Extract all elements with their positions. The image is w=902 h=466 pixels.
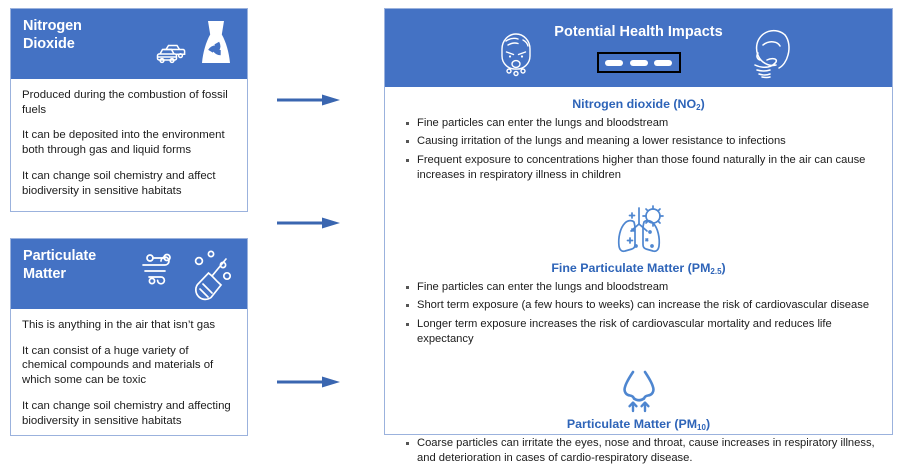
redact-dash xyxy=(605,59,623,66)
section-title-main: Nitrogen dioxide (NO xyxy=(572,97,697,111)
impacts-section-pm25: Fine Particulate Matter (PM2.5) Fine par… xyxy=(385,186,892,347)
power-plant-radiation-icon xyxy=(189,13,243,76)
redact-dash xyxy=(629,59,648,66)
impact-bullet: Causing irritation of the lungs and mean… xyxy=(406,134,876,149)
fact-text: It can change soil chemistry and affect … xyxy=(22,169,216,197)
impact-bullet-list-no2: Fine particles can enter the lungs and b… xyxy=(395,116,882,183)
section-title-main: Particulate Matter (PM xyxy=(566,417,698,432)
lungs-particles-icon xyxy=(395,196,882,258)
section-title-no2: Nitrogen dioxide (NO2) xyxy=(395,97,882,112)
impact-bullet: Short term exposure (a few hours to week… xyxy=(406,298,876,313)
nose-inhale-icon xyxy=(395,360,882,414)
arrow-particulate-to-impacts xyxy=(277,375,340,389)
section-title-subscript: 2 xyxy=(696,103,701,112)
card-header-nitrogen-dioxide: Nitrogen Dioxide xyxy=(11,9,247,79)
impact-bullet: Fine particles can enter the lungs and b… xyxy=(406,116,876,131)
redact-dash xyxy=(654,59,672,66)
card-title-nitrogen-dioxide: Nitrogen Dioxide xyxy=(23,18,82,52)
impacts-panel-header: Potential Health Impacts xyxy=(385,9,892,87)
impact-bullet: Fine particles can enter the lungs and b… xyxy=(406,280,876,295)
card-header-icons xyxy=(153,13,243,76)
source-card-nitrogen-dioxide: Nitrogen Dioxide xyxy=(10,8,248,212)
section-title-end: ) xyxy=(705,417,711,432)
fact-text: It can consist of a huge variety of chem… xyxy=(22,344,214,387)
broom-dust-icon xyxy=(185,243,243,309)
impact-bullet-list-pm25: Fine particles can enter the lungs and b… xyxy=(395,280,882,347)
fact-text: It can change soil chemistry and affecti… xyxy=(22,399,231,427)
impacts-section-no2: Nitrogen dioxide (NO2) Fine particles ca… xyxy=(385,87,892,183)
section-title-subscript: 10 xyxy=(697,423,706,433)
section-title-pm25: Fine Particulate Matter (PM2.5) xyxy=(395,261,882,277)
section-title-pm10: Particulate Matter (PM10) xyxy=(395,417,882,433)
impacts-panel-title: Potential Health Impacts xyxy=(554,24,723,40)
impact-bullet: Coarse particles can irritate the eyes, … xyxy=(406,437,875,465)
arrow-nitrogen-to-impacts xyxy=(277,93,340,107)
impacts-section-pm10: Particulate Matter (PM10) Coarse particl… xyxy=(385,350,892,466)
fact-text: Produced during the combustion of fossil… xyxy=(22,89,228,116)
wind-icon xyxy=(137,249,183,294)
card-header-icons xyxy=(137,243,243,309)
redacted-label-box xyxy=(596,52,681,73)
section-title-end: ) xyxy=(721,261,726,276)
section-title-main: Fine Particulate Matter (PM xyxy=(551,261,711,276)
card-body-particulate-matter: This is anything in the air that isn’t g… xyxy=(11,309,247,436)
source-card-particulate-matter: Particulate Matter xyxy=(10,238,248,436)
sick-face-icon xyxy=(490,27,542,84)
impact-bullet: Longer term exposure increases the risk … xyxy=(406,317,876,347)
impacts-panel-body: Nitrogen dioxide (NO2) Fine particles ca… xyxy=(385,87,892,466)
card-header-particulate-matter: Particulate Matter xyxy=(11,239,247,309)
potential-health-impacts-panel: Potential Health Impacts xyxy=(384,8,893,464)
fact-text: This is anything in the air that isn’t g… xyxy=(22,319,216,331)
impact-bullet: Frequent exposure to concentrations high… xyxy=(406,153,876,183)
card-title-particulate-matter: Particulate Matter xyxy=(23,248,97,282)
fact-text: It can be deposited into the environment… xyxy=(22,129,225,157)
arrow-middle-to-impacts xyxy=(277,216,340,230)
coughing-person-icon xyxy=(741,25,797,86)
cars-icon xyxy=(153,41,187,76)
card-body-nitrogen-dioxide: Produced during the combustion of fossil… xyxy=(11,79,247,206)
section-title-subscript: 2.5 xyxy=(710,267,722,277)
section-title-end: ) xyxy=(700,97,705,111)
impact-bullet-list-pm10: Coarse particles can irritate the eyes, … xyxy=(395,436,882,466)
